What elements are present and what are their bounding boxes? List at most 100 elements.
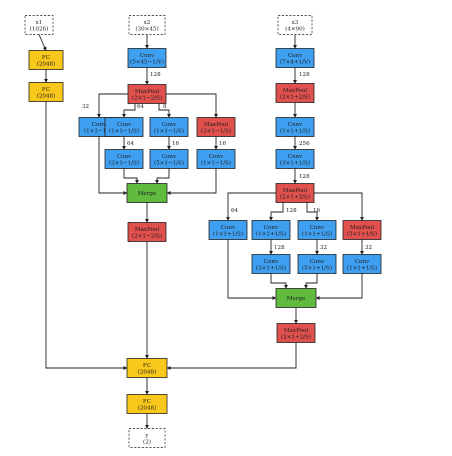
conv-box (275, 48, 315, 68)
node-x3: x3(4×90) (277, 15, 313, 35)
node-c3-pool1: MaxPool(2×1+2/S) (275, 83, 315, 103)
node-label: MaxPool (204, 122, 228, 128)
node-sublabel: (2×1−2/S) (132, 95, 162, 102)
edge-c3-split-2 (268, 202, 284, 221)
edge-label-c2-b1: 32 (82, 104, 90, 110)
conv-box (297, 220, 337, 240)
node-sublabel: (4×90) (285, 26, 305, 33)
node-sublabel: (1×1+1/S) (213, 231, 243, 238)
node-label: Conv (264, 225, 279, 231)
node-sublabel: (3×1+1/S) (280, 160, 310, 167)
conv-box (127, 48, 167, 68)
conv-box (208, 220, 248, 240)
conv-box (275, 149, 315, 169)
node-sublabel: (1×1+1/S) (302, 231, 332, 238)
node-label: Conv (162, 154, 177, 160)
node-y: y(2) (128, 428, 166, 448)
node-label: x2 (144, 20, 151, 26)
node-label: Merge (138, 191, 157, 197)
edge-label-c2-b4-inner: 16 (219, 141, 227, 147)
conv-box (104, 149, 144, 169)
conv-box (342, 254, 382, 274)
node-sublabel: (2×1+2/S) (280, 94, 310, 101)
node-label: MaxPool (284, 328, 308, 334)
node-sublabel: (1×1+1/S) (280, 128, 310, 135)
edge-label-c2-b3: 8 (163, 104, 167, 110)
node-label: Conv (355, 259, 370, 265)
node-c3-conv2: Conv(1×1+1/S) (275, 117, 315, 137)
merge-box (126, 183, 168, 203)
node-label: FC (42, 87, 50, 93)
edge-c3-split-3 (306, 202, 320, 221)
pool-box (275, 183, 315, 203)
node-label: Conv (310, 225, 325, 231)
node-label: MaxPool (135, 227, 159, 233)
conv-box (149, 149, 189, 169)
node-c3-b2a: Conv(1×1+1/S) (251, 220, 291, 240)
node-fc-a: FC(2048) (28, 50, 64, 70)
conv-box (251, 220, 291, 240)
input-box (24, 15, 54, 35)
node-label: MaxPool (283, 188, 307, 194)
node-c3-merge: Merge (275, 288, 317, 308)
edge-fc_b-fc_c (45, 101, 128, 371)
node-label: MaxPool (350, 225, 374, 231)
node-label: Conv (288, 122, 303, 128)
edge-label-c3-b1: 64 (231, 208, 239, 214)
edge-label-c3-b4-inner: 32 (365, 245, 373, 251)
input-box (128, 15, 166, 35)
conv-box (251, 254, 291, 274)
node-label: Conv (310, 259, 325, 265)
node-c2-b2b: Conv(3×1−1/S) (104, 149, 144, 169)
pool-box (276, 323, 316, 343)
node-sublabel: (7×4+1/V) (280, 59, 310, 66)
edge-c3-split-4 (314, 192, 365, 221)
edge-label-c3-b3-inner: 32 (320, 245, 328, 251)
input-box (128, 428, 166, 448)
node-c3-b2b: Conv(3×1+1/S) (251, 254, 291, 274)
pool-box (127, 222, 167, 242)
node-label: FC (143, 363, 151, 369)
node-c3-pool2: MaxPool(2×1+2/S) (275, 183, 315, 203)
edge-c2-split-1 (96, 93, 128, 118)
conv-box (275, 117, 315, 137)
node-c3-conv3: Conv(3×1+1/S) (275, 149, 315, 169)
node-label: Conv (162, 122, 177, 128)
fc-box (126, 358, 168, 378)
node-c3-pool3: MaxPool(2×1+2/S) (276, 323, 316, 343)
node-sublabel: (5×1+1/S) (302, 265, 332, 272)
node-sublabel: (3×1−1/S) (201, 128, 231, 135)
node-label: Conv (221, 225, 236, 231)
edge-c3-merge-1 (227, 239, 277, 301)
node-label: Conv (140, 53, 155, 59)
node-sublabel: (1×1+1/S) (256, 231, 286, 238)
edge-c2-split-2 (121, 103, 136, 118)
node-c3-b3b: Conv(5×1+1/S) (297, 254, 337, 274)
node-c2-merge: Merge (126, 183, 168, 203)
node-label: MaxPool (135, 89, 159, 95)
edge-c2-merge-4 (166, 168, 217, 196)
node-c3-b3a: Conv(1×1+1/S) (297, 220, 337, 240)
node-sublabel: (1×1−1/S) (109, 128, 139, 135)
edge-label-c2-conv1-pool1: 128 (150, 72, 161, 78)
node-sublabel: (5×1−1/S) (154, 160, 184, 167)
conv-box (104, 117, 144, 137)
conv-box (149, 117, 189, 137)
node-fc-c: FC(2048) (126, 358, 168, 378)
edge-label-c2-b2-inner: 64 (127, 141, 135, 147)
fc-box (28, 82, 64, 102)
node-sublabel: (1026) (30, 26, 49, 33)
node-sublabel: (2×1+2/S) (281, 334, 311, 341)
node-sublabel: (2048) (37, 93, 56, 100)
node-fc-d: FC(2048) (126, 394, 168, 414)
node-fc-b: FC(2048) (28, 82, 64, 102)
edge-c3_pool3-fc_c (166, 342, 297, 371)
node-sublabel: (5×45−1/V) (130, 59, 164, 66)
pool-box (275, 83, 315, 103)
node-c3-b4b: Conv(1×1+1/S) (342, 254, 382, 274)
edge-c2-split-4 (166, 93, 219, 118)
node-c2-b3a: Conv(1×1−1/S) (149, 117, 189, 137)
node-label: Conv (209, 154, 224, 160)
edge-label-c3-b2-inner: 128 (274, 245, 285, 251)
